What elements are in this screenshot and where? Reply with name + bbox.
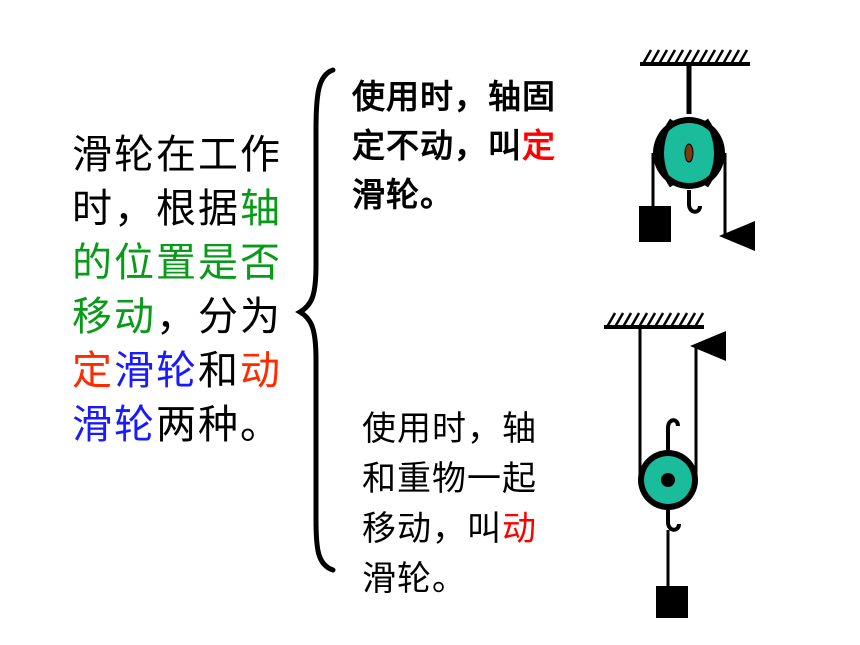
moving-pulley-diagram: [604, 312, 726, 618]
fixed-pulley-description: 使用时，轴固 定不动，叫定 滑轮。: [352, 72, 587, 219]
moving-text: 使用时，轴: [362, 409, 537, 449]
keyword-axle: 轴: [240, 186, 282, 232]
intro-text: 时，根据: [72, 186, 240, 232]
ceiling-hatch: [641, 49, 749, 65]
fixed-text: 使用时，轴固: [352, 77, 556, 116]
keyword-pulley: 滑轮: [72, 402, 156, 448]
fixed-pulley-diagram: [639, 49, 755, 251]
axle: [684, 143, 694, 163]
intro-text: 和: [198, 348, 240, 394]
moving-text: 滑轮。: [362, 559, 467, 599]
hook-icon: [687, 190, 702, 214]
moving-pulley-description: 使用时，轴 和重物一起 移动，叫动 滑轮。: [362, 404, 562, 604]
keyword-fixed: 定: [72, 348, 114, 394]
keyword-movable: 动: [240, 348, 282, 394]
intro-text: 滑轮在工作: [72, 132, 282, 178]
intro-text: ，分为: [156, 294, 282, 340]
weight-block: [639, 206, 671, 242]
fixed-text: 定不动，叫: [352, 126, 522, 165]
keyword-position: 的位置是否: [72, 240, 282, 286]
moving-text: 和重物一起: [362, 459, 537, 499]
intro-text: 两种。: [156, 402, 282, 448]
weight-block: [656, 586, 688, 618]
intro-paragraph: 滑轮在工作 时，根据轴 的位置是否 移动，分为 定滑轮和动 滑轮两种。: [72, 128, 297, 452]
pulley-frame: [659, 118, 719, 188]
keyword-fixed: 定: [522, 126, 556, 165]
axle: [661, 473, 675, 487]
curly-brace: [295, 67, 336, 573]
fixed-text: 滑轮。: [352, 175, 454, 214]
keyword-pulley: 滑轮: [114, 348, 198, 394]
hook-icon: [666, 418, 680, 450]
hook-icon: [666, 510, 681, 532]
keyword-movable: 动: [502, 509, 537, 549]
ceiling-hatch: [605, 312, 705, 328]
keyword-move: 移动: [72, 294, 156, 340]
moving-text: 移动，叫: [362, 509, 502, 549]
